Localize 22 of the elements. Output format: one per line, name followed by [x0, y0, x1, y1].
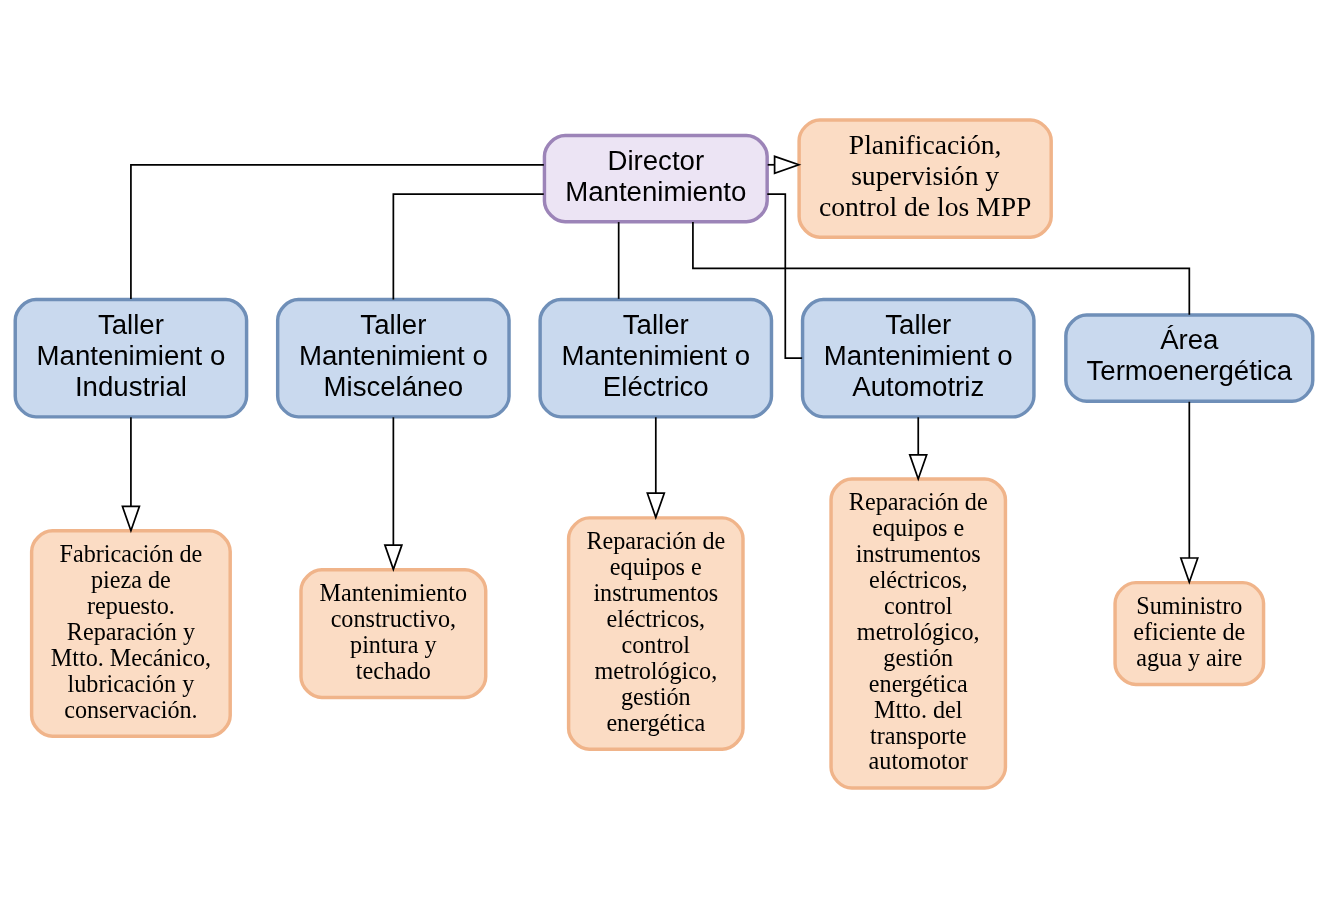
arrow	[908, 415, 928, 482]
arrow	[383, 415, 404, 572]
node-box: Taller Mantenimient o Automotriz	[800, 297, 1036, 419]
arrow	[1179, 400, 1199, 585]
node-box: Taller Mantenimient o Eléctrico	[538, 297, 774, 419]
connector	[617, 220, 620, 300]
node-box: Reparación de equipos e instrumentos eléctricos, control metrológico, gestión energética	[566, 515, 745, 751]
arrow	[766, 154, 802, 174]
connector	[392, 192, 545, 300]
node-box: Suministro eficiente de agua y aire	[1113, 580, 1266, 686]
arrow	[646, 415, 666, 520]
node-box: Taller Mantenimient o Misceláneo	[275, 297, 511, 419]
connector	[692, 220, 1191, 316]
node-box: Fabricación de pieza de repuesto. Reparación y Mtto. Mecánico, lubricación y conservación.	[29, 528, 232, 738]
arrow	[121, 415, 141, 533]
node-box: Reparación de equipos e instrumentos eléctricos, control metrológico, gestión energética Mtto. del transporte automotor	[829, 476, 1008, 790]
node-box: Mantenimiento constructivo, pintura y techado	[299, 567, 488, 699]
node-box: Área Termoenergética	[1064, 312, 1315, 403]
node-box: Director Mantenimiento	[542, 133, 769, 223]
node-box: Taller Mantenimient o Industrial	[13, 297, 249, 419]
node-box: Planificación, supervisión y control de los MPP	[797, 117, 1053, 239]
connector	[130, 163, 545, 300]
